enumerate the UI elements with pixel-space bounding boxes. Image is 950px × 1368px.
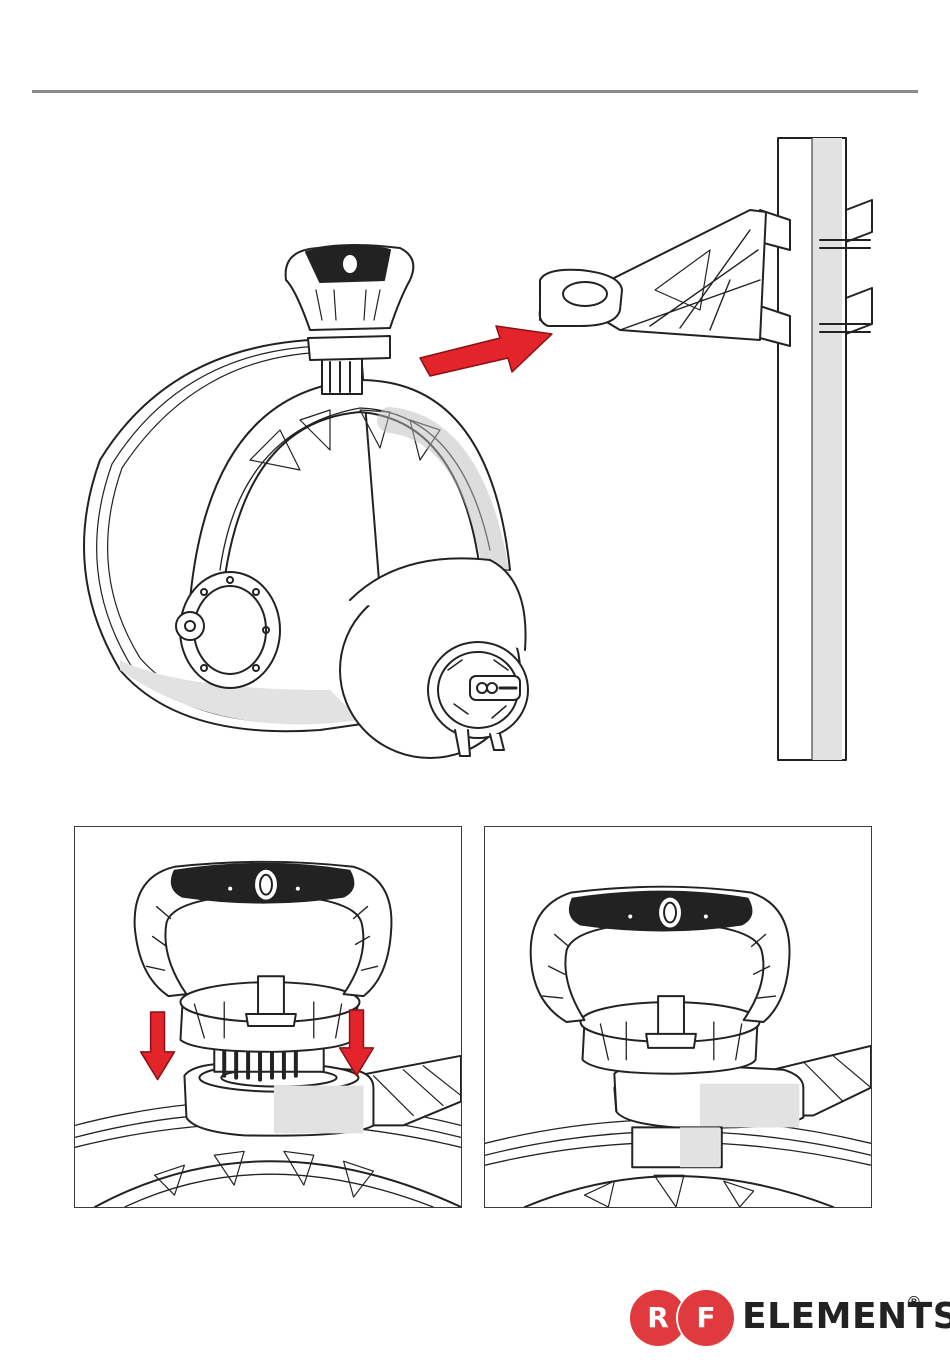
registered-mark: ® (908, 1294, 920, 1312)
logo-letter-f: F (678, 1290, 734, 1346)
header-rule (32, 90, 918, 93)
rf-elements-logo: R F ELEMENTS ® (630, 1288, 930, 1348)
down-arrow-left (141, 1012, 175, 1080)
detail-panel-seated (484, 826, 872, 1208)
detail-panel-lowering (74, 826, 462, 1208)
insertion-arrow (420, 326, 552, 376)
bracket-arm (540, 210, 766, 340)
bracket-lowering-illustration (75, 827, 461, 1207)
feed-horn (340, 558, 528, 758)
antenna-mount-illustration (60, 130, 920, 790)
bracket-seated-illustration (485, 827, 871, 1207)
